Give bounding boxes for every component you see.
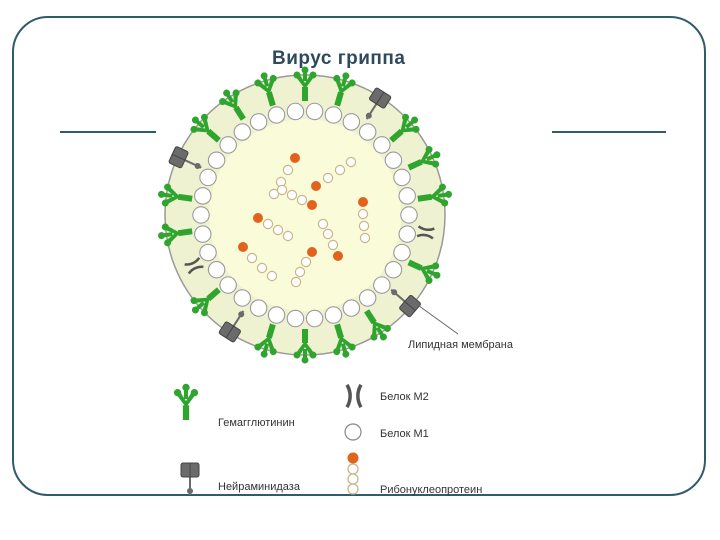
m1-protein: [393, 168, 411, 187]
virion: [156, 66, 454, 364]
ribonucleoprotein: [357, 197, 371, 244]
legend-neuraminidase: Нейраминидаза: [218, 481, 301, 493]
ribonucleoprotein: [311, 156, 357, 191]
m1-protein: [267, 306, 286, 324]
m1-protein: [207, 260, 226, 279]
m1-protein: [324, 306, 343, 324]
m1-protein: [207, 151, 226, 170]
m1-protein: [194, 225, 212, 243]
hemagglutinin-icon: [173, 383, 199, 420]
m1-protein: [373, 276, 391, 294]
m1-protein: [358, 289, 377, 307]
m1-protein: [219, 276, 237, 294]
left-rule: [60, 131, 156, 133]
m2-protein-icon: [345, 383, 363, 409]
m1-protein: [398, 225, 416, 243]
m1-protein: [199, 168, 217, 187]
m1-protein: [233, 123, 252, 141]
neuraminidase-icon: [180, 462, 200, 496]
m1-protein-icon: [344, 423, 362, 441]
m1-protein: [400, 206, 418, 224]
m1-protein: [192, 206, 210, 224]
legend-ribonucleoprotein: Рибонуклеопротеин: [380, 484, 482, 496]
ribonucleoprotein-segments: [238, 153, 371, 288]
membrane-label: Липидная мембрана: [408, 339, 514, 351]
m1-protein: [305, 309, 324, 328]
m1-protein: [286, 309, 305, 328]
m1-protein: [286, 102, 305, 121]
legend-m1-protein: Белок М1: [380, 428, 429, 440]
m1-protein: [358, 123, 377, 141]
legend: Гемагглютинин Нейраминидаза Белок М2 Бел…: [173, 383, 482, 496]
legend-m2-protein: Белок М2: [380, 391, 429, 403]
m1-protein: [249, 113, 268, 131]
m1-protein: [219, 136, 237, 154]
slide-title: Вирус гриппа: [272, 48, 406, 69]
m1-protein: [373, 136, 391, 154]
ribonucleoprotein: [268, 153, 300, 200]
m1-protein: [233, 289, 252, 307]
m1-protein: [393, 243, 411, 262]
ribonucleoprotein: [290, 247, 317, 288]
m1-protein: [194, 187, 212, 205]
slide-frame: [12, 16, 706, 496]
m1-protein: [342, 113, 361, 131]
legend-hemagglutinin: Гемагглютинин: [218, 417, 295, 429]
m1-protein: [384, 151, 403, 170]
m1-protein: [342, 299, 361, 317]
m1-protein: [249, 299, 268, 317]
m1-protein: [305, 102, 324, 121]
membrane-callout: Липидная мембрана: [407, 297, 514, 351]
m1-protein: [384, 260, 403, 279]
ribonucleoprotein-icon: [347, 452, 359, 495]
m1-protein: [199, 243, 217, 262]
ribonucleoprotein: [317, 218, 343, 261]
ribonucleoprotein: [276, 184, 317, 210]
m1-protein: [324, 106, 343, 124]
right-rule: [552, 131, 666, 133]
m1-protein: [398, 187, 416, 205]
ribonucleoprotein: [253, 213, 294, 242]
m1-protein: [267, 106, 286, 124]
m1-protein-layer: [192, 102, 418, 328]
ribonucleoprotein: [238, 242, 278, 282]
virion-core: [209, 119, 401, 311]
